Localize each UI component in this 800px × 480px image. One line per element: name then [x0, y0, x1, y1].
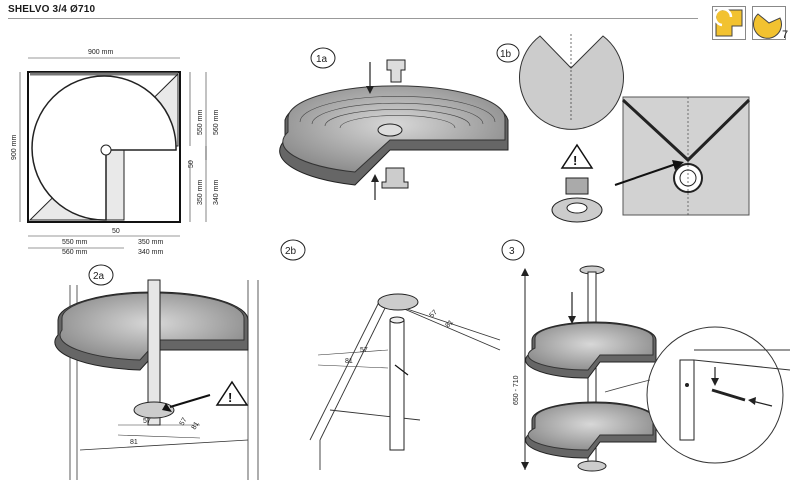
dim-bottom-550: 550 mm: [62, 239, 87, 246]
dim-2a-57: 57: [143, 418, 151, 425]
dim-bottom-350: 350 mm: [138, 239, 163, 246]
dim-right-350: 350 mm: [197, 180, 204, 205]
step-2b: 2b 57 81 57 81: [280, 239, 501, 470]
warning-icon-1b: !: [573, 153, 577, 168]
rotation-option-icon: 7: [752, 6, 788, 41]
height-range: 650 - 710: [513, 375, 520, 405]
step-2b-label: 2b: [285, 246, 297, 257]
dim-2a-57-side: 57: [179, 417, 189, 427]
dim-width-top: 900 mm: [88, 49, 113, 56]
dim-2b-81: 81: [345, 358, 353, 365]
corner-cabinet-icon: [712, 6, 746, 40]
warning-icon-2a: !: [228, 390, 232, 405]
page-title: SHELVO 3/4 Ø710: [8, 4, 96, 15]
dim-2a-81-side: 81: [191, 421, 201, 431]
dim-right-560: 560 mm: [213, 110, 220, 135]
step-1b-label: 1b: [500, 49, 512, 60]
dim-right-50: 50: [188, 160, 195, 168]
dim-2b-57-side: 57: [428, 309, 439, 320]
dim-bottom-340: 340 mm: [138, 249, 163, 256]
dim-right-340: 340 mm: [213, 180, 220, 205]
step-3: 3 650 - 710: [501, 239, 791, 472]
dim-2b-81-side: 81: [444, 319, 455, 330]
dim-bottom-50: 50: [112, 228, 120, 235]
step-2a-label: 2a: [93, 271, 105, 282]
step-1a-label: 1a: [316, 54, 328, 65]
step-3-label: 3: [509, 246, 515, 257]
dim-2b-57: 57: [360, 347, 368, 354]
dim-bottom-560: 560 mm: [62, 249, 87, 256]
plan-view: 900 mm 900 mm 550 mm 560 mm 50 350 mm 34…: [11, 49, 220, 256]
step-1b: 1b !: [496, 34, 751, 223]
header-divider: [8, 18, 698, 19]
step-1a: 1a: [279, 47, 509, 200]
dim-2a-81: 81: [130, 439, 138, 446]
dim-height-left: 900 mm: [11, 135, 18, 160]
dim-right-550: 550 mm: [197, 110, 204, 135]
step-2a: 2a 57 81 57 81 !: [54, 264, 259, 480]
option-number: 7: [782, 29, 788, 40]
